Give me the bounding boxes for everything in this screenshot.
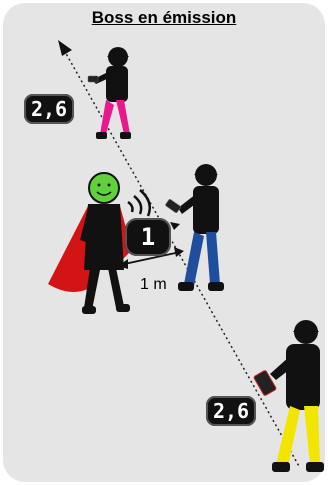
distance-label: 1 m — [140, 276, 167, 294]
display-badge-bottom: 2,6 — [206, 396, 256, 426]
arrow-head-icon — [58, 40, 72, 56]
player-top — [88, 47, 131, 139]
player-bottom — [253, 320, 324, 472]
display-badge-boss: 1 — [125, 218, 171, 256]
display-badge-top: 2,6 — [24, 94, 74, 124]
